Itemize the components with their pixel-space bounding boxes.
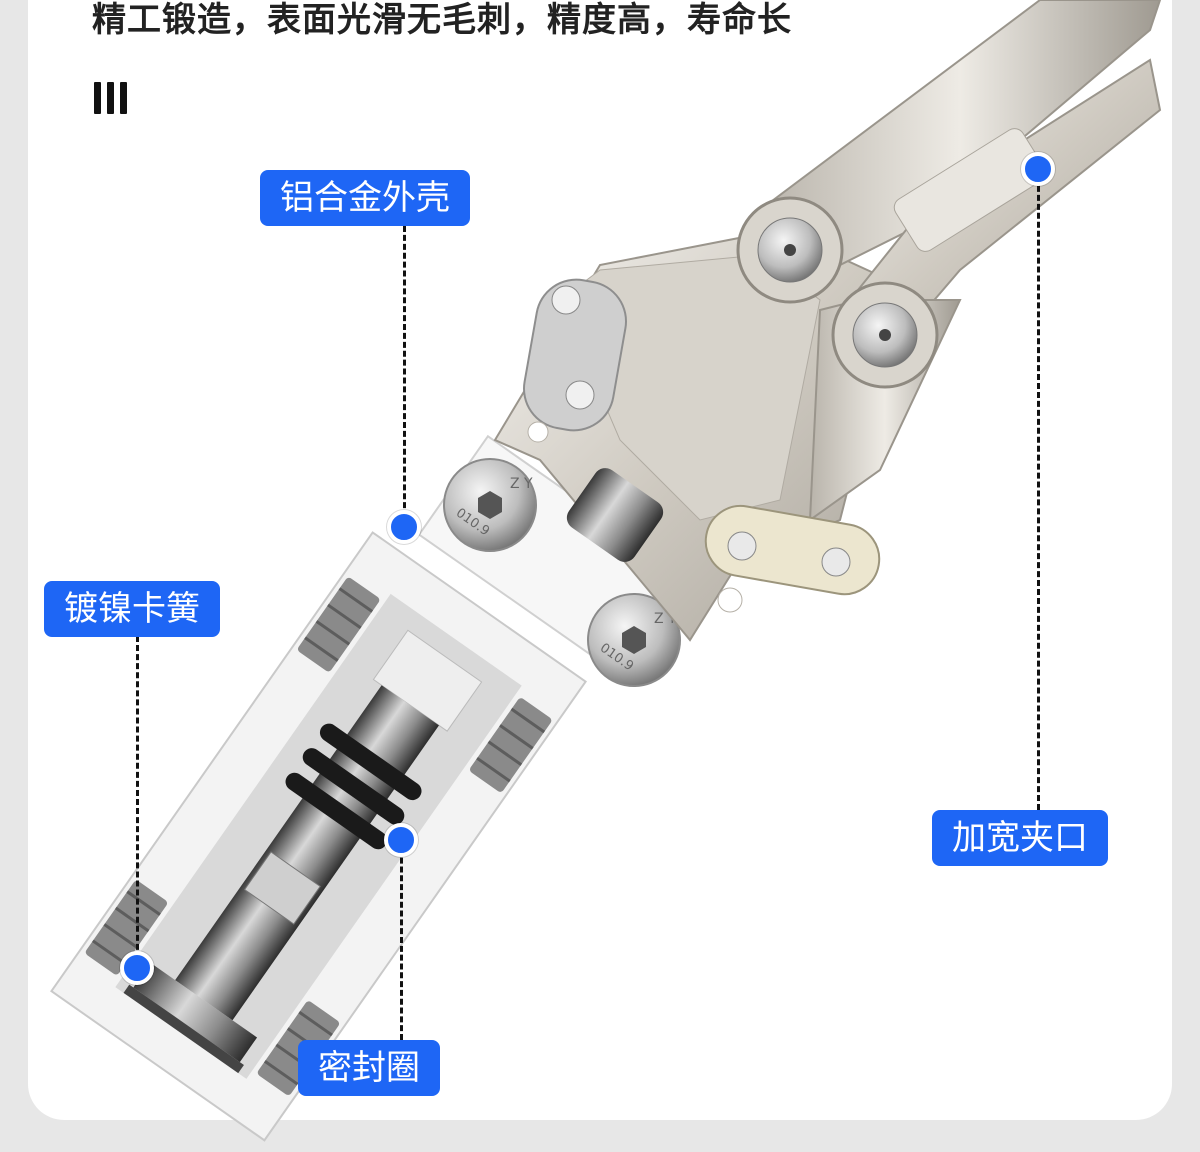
menu-bars-icon (94, 82, 127, 114)
leader-line-jaw (1037, 168, 1040, 810)
svg-text:Z Y: Z Y (510, 476, 533, 492)
link-plate-bottom (704, 504, 881, 596)
pivot-bolt-lower (831, 281, 939, 389)
leader-line-seal (400, 840, 403, 1040)
marker-dot-shell (387, 510, 421, 544)
leader-line-clip (136, 636, 139, 968)
callout-widened-jaw: 加宽夹口 (932, 810, 1108, 866)
callout-nickel-clip: 镀镍卡簧 (44, 581, 220, 637)
link-plate-left (522, 278, 628, 432)
callout-aluminum-shell: 铝合金外壳 (260, 170, 470, 226)
leader-line-shell (403, 226, 406, 526)
socket-screw-top: Z Y 010.9 (443, 458, 537, 552)
pivot-bolt-upper (736, 196, 844, 304)
marker-dot-clip (120, 951, 154, 985)
marker-dot-jaw (1021, 152, 1055, 186)
marker-dot-seal (384, 823, 418, 857)
headline: 精工锻造，表面光滑无毛刺，精度高，寿命长 (92, 0, 792, 40)
callout-seal-ring: 密封圈 (298, 1040, 440, 1096)
socket-screw-bottom: Z Y 010.9 (587, 593, 681, 687)
